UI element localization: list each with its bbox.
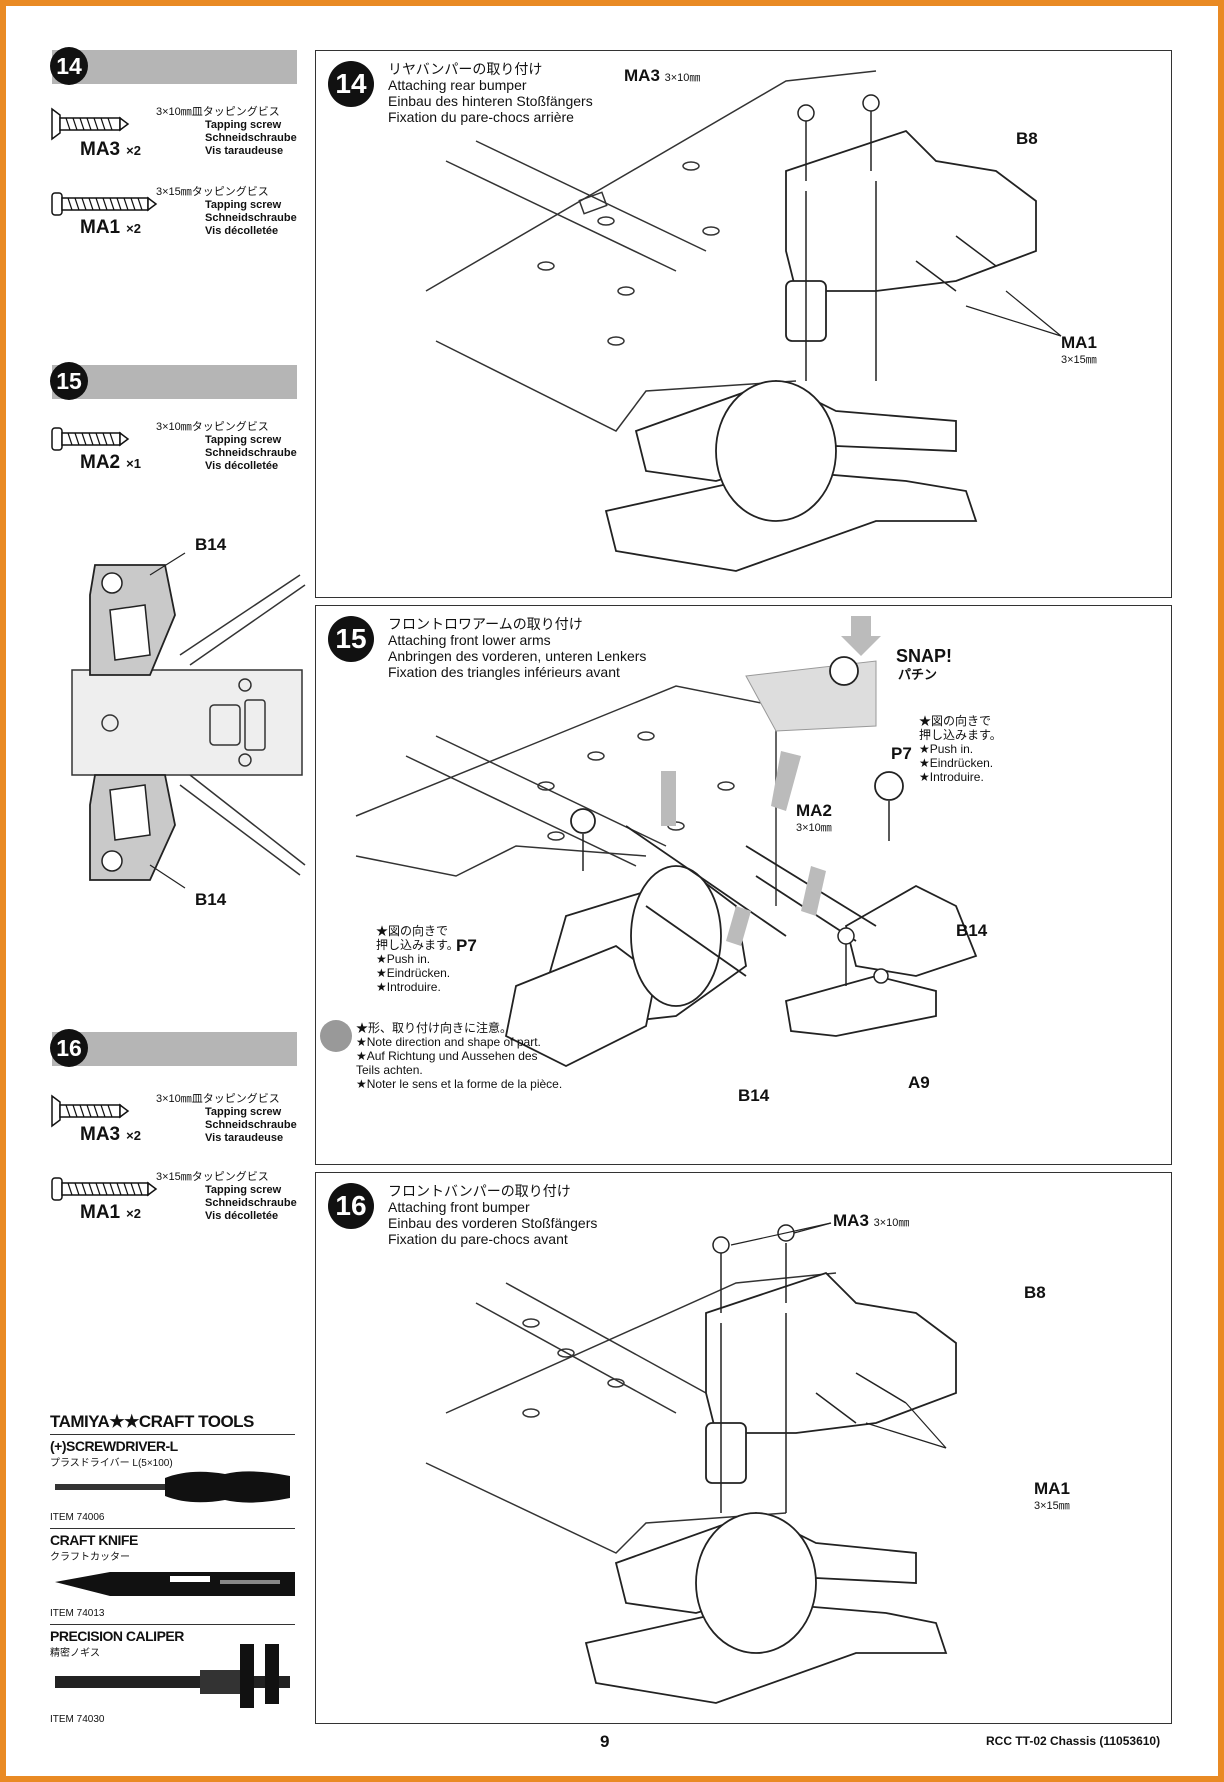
snap-label-ja: パチン: [898, 667, 938, 682]
push-note-left: ★図の向きで 押し込みます。 ★Push in. ★Eindrücken. ★I…: [376, 924, 459, 994]
rear-bumper-assembly-drawing: [425, 70, 1062, 572]
sidebar-step-16-bar: 16: [50, 1029, 297, 1067]
label-p7-left: P7: [456, 936, 477, 955]
label-ma1-size: 3×15㎜: [1034, 1500, 1070, 1512]
label-b14-right: B14: [956, 921, 988, 940]
screw-desc-en: Tapping screw: [205, 199, 282, 211]
page-number: 9: [600, 1732, 610, 1751]
step-15-title: フロントロワアームの取り付け Attaching front lower arm…: [388, 616, 647, 680]
label-ma3: MA3 3×10㎜: [624, 66, 701, 85]
label-ma1-size: 3×15㎜: [1061, 354, 1097, 366]
step-16-title: フロントバンパーの取り付け Attaching front bumper Ein…: [388, 1183, 598, 1247]
screw-desc-ja: 3×10㎜皿タッピングビス: [156, 106, 280, 118]
panel-step-14: 14 リヤバンパーの取り付け Attaching rear bumper Ein…: [315, 50, 1172, 598]
label-b8: B8: [1016, 129, 1038, 148]
screw-desc-en: Tapping screw: [205, 119, 282, 131]
screw-desc-ja: 3×10㎜タッピングビス: [156, 421, 269, 433]
document-id: RCC TT-02 Chassis (11053610): [986, 1734, 1161, 1748]
recommended-tools: TAMIYA★★CRAFT TOOLS (+)SCREWDRIVER-L プラス…: [50, 1412, 295, 1728]
tools-brand: TAMIYA★★CRAFT TOOLS: [50, 1412, 254, 1431]
sidebar-step-16-screw-1: MA3×2 3×10㎜皿タッピングビス Tapping screw Schnei…: [50, 1092, 310, 1152]
panel-step-15: 15 フロントロワアームの取り付け Attaching front lower …: [315, 605, 1172, 1165]
sidebar-step-14-number: 14: [50, 47, 88, 85]
screw-desc-de: Schneidschraube: [205, 1119, 297, 1131]
label-a9: A9: [908, 1073, 930, 1092]
sidebar-step-14-screw-1: MA3×2 3×10㎜皿タッピングビス Tapping screw Schnei…: [50, 105, 310, 165]
label-ma2: MA2: [796, 801, 832, 820]
label-p7-right: P7: [891, 744, 912, 763]
screw-desc-fr: Vis décolletée: [205, 1210, 279, 1222]
screw-code: MA1×2: [80, 1202, 141, 1223]
screw-desc-en: Tapping screw: [205, 1106, 282, 1118]
label-ma2-size: 3×10㎜: [796, 822, 832, 834]
sidebar-step-15-screw-1: MA2×1 3×10㎜タッピングビス Tapping screw Schneid…: [50, 420, 310, 480]
sidebar-step-16-number: 16: [50, 1029, 88, 1067]
screw-code: MA3×2: [80, 1124, 141, 1145]
front-lower-arm-assembly-drawing: [320, 616, 978, 1068]
screw-desc-en: Tapping screw: [205, 434, 282, 446]
sidebar-step-14-bar: 14: [50, 47, 297, 85]
tool-craft-knife: CRAFT KNIFE クラフトカッター ITEM 74013: [50, 1532, 295, 1624]
screw-desc-fr: Vis taraudeuse: [205, 1132, 284, 1144]
sidebar-step-15-number: 15: [50, 362, 88, 400]
step-15-badge: 15: [328, 616, 374, 662]
caliper-icon: [55, 1644, 290, 1708]
screw-code: MA3×2: [80, 139, 141, 160]
front-bumper-assembly-drawing: [425, 1222, 957, 1704]
label-ma1: MA1: [1061, 333, 1097, 352]
screw-code: MA1×2: [80, 217, 141, 238]
part-label-b14-bottom: B14: [195, 890, 227, 909]
screw-desc-fr: Vis décolletée: [205, 460, 279, 472]
screw-desc-de: Schneidschraube: [205, 1197, 297, 1209]
lower-arm-mount-drawing: [71, 552, 306, 889]
screw-desc-ja: 3×10㎜皿タッピングビス: [156, 1093, 280, 1105]
pan-screw-icon: [51, 1177, 158, 1201]
label-b14-bottom: B14: [738, 1086, 770, 1105]
screw-desc-fr: Vis taraudeuse: [205, 145, 284, 157]
screw-desc-ja: 3×15㎜タッピングビス: [156, 1171, 269, 1183]
screw-desc-de: Schneidschraube: [205, 212, 297, 224]
direction-note: ★形、取り付け向きに注意。 ★Note direction and shape …: [356, 1021, 563, 1091]
label-ma3: MA3 3×10㎜: [833, 1211, 910, 1230]
pan-screw-icon: [51, 427, 130, 451]
craft-knife-icon: [55, 1572, 295, 1596]
step-16-badge: 16: [328, 1183, 374, 1229]
screw-desc-fr: Vis décolletée: [205, 225, 279, 237]
panel-step-16: 16 フロントバンパーの取り付け Attaching front bumper …: [315, 1172, 1172, 1724]
screwdriver-icon: [55, 1471, 290, 1503]
sidebar-step-15-bar: 15: [50, 362, 297, 400]
sidebar-step-16-screw-2: MA1×2 3×15㎜タッピングビス Tapping screw Schneid…: [50, 1170, 310, 1230]
countersunk-screw-icon: [51, 107, 130, 141]
sidebar-step-15-diagram: B14 B14: [50, 535, 310, 915]
pan-screw-icon: [51, 192, 158, 216]
step-14-title: リヤバンパーの取り付け Attaching rear bumper Einbau…: [388, 61, 593, 125]
screw-desc-de: Schneidschraube: [205, 447, 297, 459]
label-b8: B8: [1024, 1283, 1046, 1302]
tool-screwdriver: (+)SCREWDRIVER-L プラスドライバー L(5×100) ITEM …: [50, 1438, 295, 1528]
screw-desc-de: Schneidschraube: [205, 132, 297, 144]
label-ma1: MA1: [1034, 1479, 1070, 1498]
snap-label: SNAP!: [896, 646, 953, 666]
screw-code: MA2×1: [80, 452, 141, 473]
push-note-right: ★図の向きで 押し込みます。 ★Push in. ★Eindrücken. ★I…: [919, 714, 1002, 784]
step-14-badge: 14: [328, 61, 374, 107]
part-label-b14-top: B14: [195, 535, 227, 554]
tool-precision-caliper: PRECISION CALIPER 精密ノギス ITEM 74030: [50, 1628, 295, 1728]
screw-desc-en: Tapping screw: [205, 1184, 282, 1196]
screw-desc-ja: 3×15㎜タッピングビス: [156, 186, 269, 198]
countersunk-screw-icon: [51, 1094, 130, 1128]
sidebar-step-14-screw-2: MA1×2 3×15㎜タッピングビス Tapping screw Schneid…: [50, 185, 310, 245]
